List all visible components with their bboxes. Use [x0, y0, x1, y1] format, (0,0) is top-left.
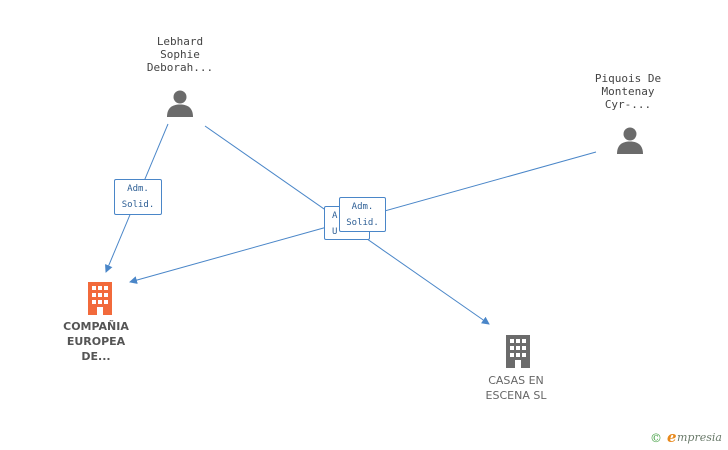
person-icon[interactable]: [615, 125, 645, 155]
building-icon[interactable]: [502, 334, 534, 368]
logo-initial: e: [667, 428, 677, 446]
node-label-lebhard: Lebhard Sophie Deborah...: [146, 35, 214, 74]
empresia-logo[interactable]: © e mpresia: [650, 428, 728, 448]
logo-text: mpresia: [677, 431, 722, 444]
node-label-casas: CASAS EN ESCENA SL: [485, 374, 547, 402]
copyright-symbol: ©: [650, 431, 662, 445]
person-icon[interactable]: [165, 88, 195, 118]
node-label-compania: COMPAÑIA EUROPEA DE...: [63, 320, 129, 363]
edge-badge-adm-solid[interactable]: Adm. Solid.: [339, 197, 386, 232]
building-icon[interactable]: [84, 281, 116, 315]
node-label-piquois: Piquois De Montenay Cyr-...: [594, 72, 662, 111]
edge-badge-adm-solid[interactable]: Adm. Solid.: [114, 179, 162, 215]
